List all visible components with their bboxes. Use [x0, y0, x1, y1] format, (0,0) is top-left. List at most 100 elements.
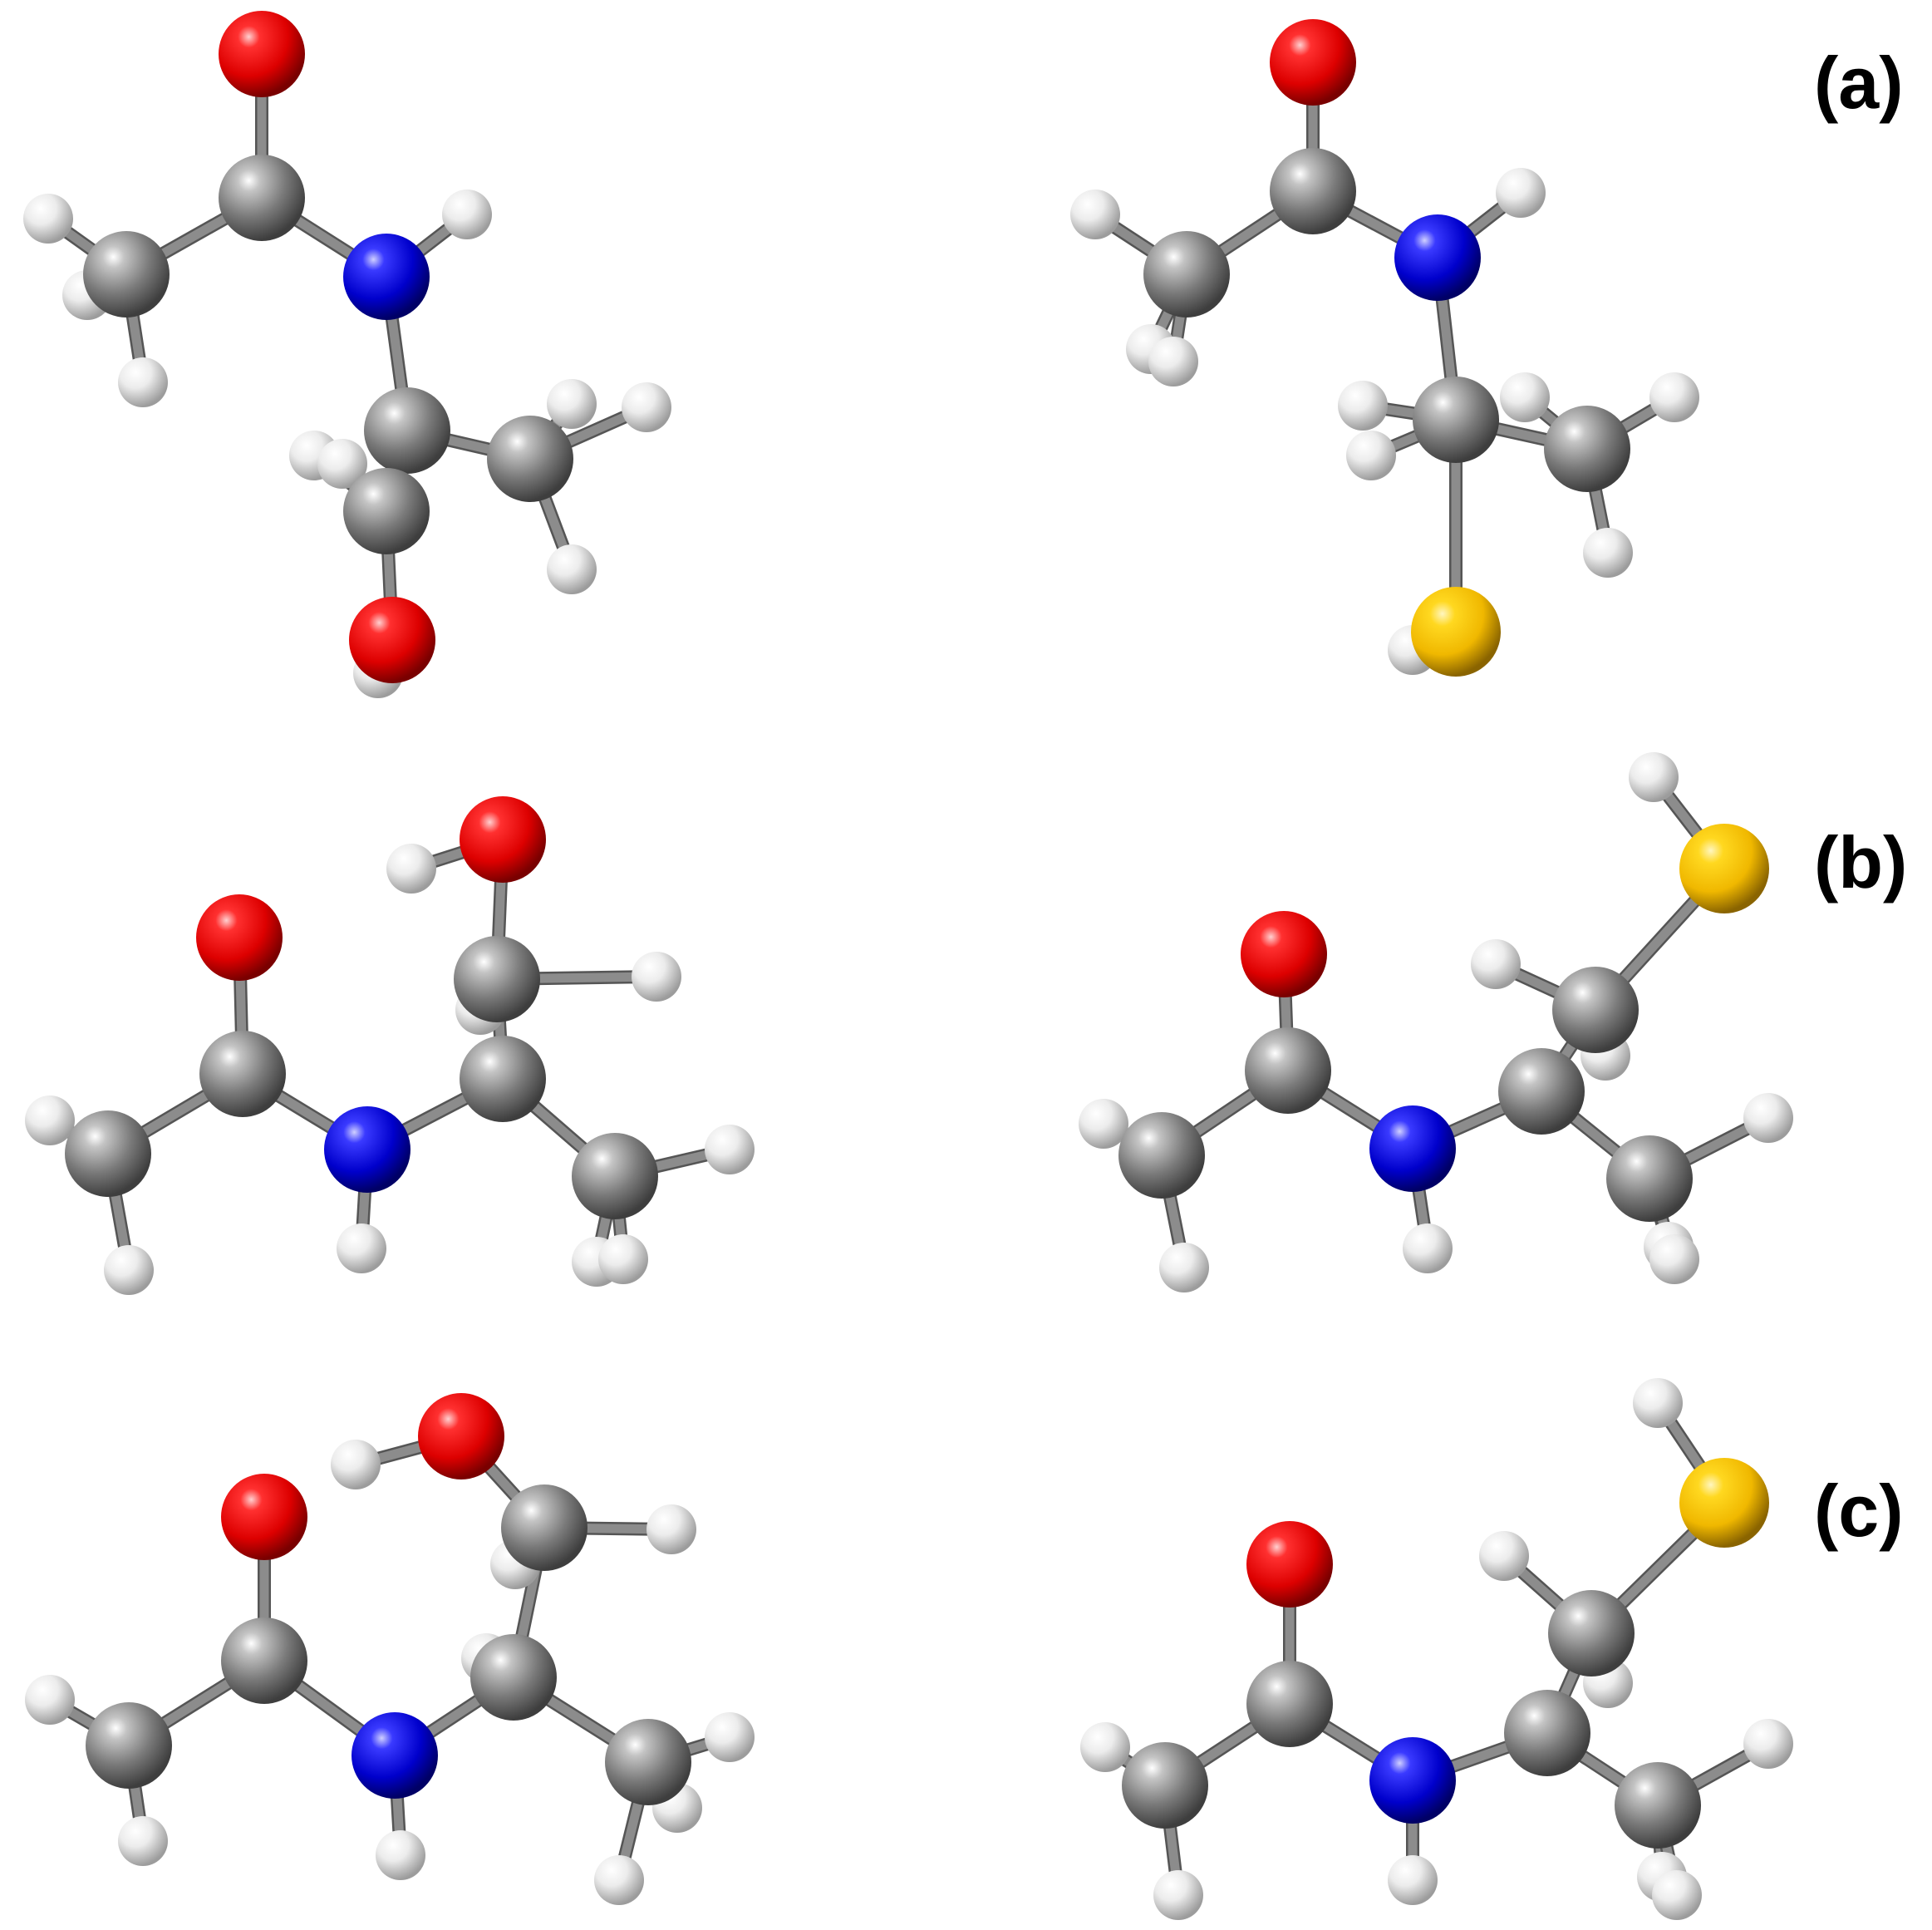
hydrogen-atom	[622, 382, 671, 432]
molecule-b-left-atoms	[25, 796, 755, 1295]
oxygen-atom	[418, 1393, 504, 1480]
carbon-atom	[1270, 148, 1356, 234]
carbon-atom	[460, 1036, 546, 1122]
carbon-atom	[83, 231, 170, 318]
carbon-atom	[221, 1617, 307, 1704]
hydrogen-atom	[1649, 1234, 1699, 1284]
nitrogen-atom	[1394, 214, 1481, 301]
hydrogen-atom	[317, 439, 367, 489]
sulfur-atom	[1679, 824, 1769, 913]
hydrogen-atom	[1079, 1099, 1128, 1149]
hydrogen-atom	[1153, 1870, 1203, 1920]
hydrogen-atom	[1148, 337, 1198, 386]
hydrogen-atom	[442, 190, 492, 239]
carbon-atom	[454, 936, 540, 1022]
carbon-atom	[343, 468, 430, 554]
hydrogen-atom	[118, 357, 168, 407]
molecule-c-left-atoms	[25, 1393, 755, 1905]
hydrogen-atom	[1403, 1223, 1453, 1273]
nitrogen-atom	[1369, 1737, 1456, 1824]
hydrogen-atom	[598, 1234, 648, 1284]
panel-label-c: (c)	[1814, 1470, 1904, 1552]
hydrogen-atom	[386, 844, 436, 894]
hydrogen-atom	[25, 1675, 75, 1725]
carbon-atom	[1246, 1661, 1333, 1747]
hydrogen-atom	[1346, 431, 1396, 480]
oxygen-atom	[219, 11, 305, 97]
nitrogen-atom	[343, 234, 430, 320]
oxygen-atom	[1246, 1521, 1333, 1608]
carbon-atom	[1498, 1048, 1585, 1135]
carbon-atom	[1143, 231, 1230, 318]
hydrogen-atom	[705, 1125, 755, 1174]
hydrogen-atom	[1080, 1722, 1130, 1772]
molecule-a-left-atoms	[23, 11, 671, 698]
hydrogen-atom	[705, 1712, 755, 1762]
panel-label-b: (b)	[1814, 821, 1908, 903]
hydrogen-atom	[1629, 752, 1679, 802]
carbon-atom	[1122, 1742, 1208, 1829]
hydrogen-atom	[632, 952, 681, 1002]
carbon-atom	[364, 387, 450, 474]
hydrogen-atom	[25, 1095, 75, 1145]
carbon-atom	[1615, 1762, 1701, 1849]
hydrogen-atom	[1743, 1719, 1793, 1769]
sulfur-atom	[1411, 587, 1501, 677]
hydrogen-atom	[1496, 168, 1546, 218]
carbon-atom	[1544, 406, 1630, 492]
carbon-atom	[501, 1484, 587, 1571]
hydrogen-atom	[337, 1223, 386, 1273]
carbon-atom	[219, 155, 305, 241]
carbon-atom	[1413, 377, 1499, 463]
carbon-atom	[1504, 1690, 1590, 1776]
carbon-atom	[470, 1634, 557, 1721]
hydrogen-atom	[1388, 1855, 1438, 1905]
hydrogen-atom	[646, 1504, 696, 1554]
carbon-atom	[1118, 1112, 1205, 1199]
hydrogen-atom	[594, 1855, 644, 1905]
hydrogen-atom	[118, 1816, 168, 1866]
molecule-c-right-atoms	[1080, 1378, 1793, 1920]
hydrogen-atom	[1583, 528, 1633, 578]
carbon-atom	[86, 1702, 172, 1789]
carbon-atom	[605, 1719, 691, 1805]
carbon-atom	[1606, 1135, 1693, 1222]
hydrogen-atom	[1471, 939, 1521, 989]
molecule-b-right-atoms	[1079, 752, 1793, 1292]
oxygen-atom	[460, 796, 546, 883]
oxygen-atom	[1241, 911, 1327, 997]
hydrogen-atom	[1338, 381, 1388, 431]
carbon-atom	[1245, 1027, 1331, 1114]
hydrogen-atom	[547, 379, 597, 429]
oxygen-atom	[196, 894, 283, 981]
hydrogen-atom	[1649, 372, 1699, 422]
hydrogen-atom	[1652, 1870, 1702, 1920]
carbon-atom	[1548, 1590, 1635, 1676]
carbon-atom	[487, 416, 573, 502]
hydrogen-atom	[547, 544, 597, 594]
hydrogen-atom	[1070, 190, 1120, 239]
carbon-atom	[1552, 967, 1639, 1053]
hydrogen-atom	[1159, 1243, 1209, 1292]
nitrogen-atom	[324, 1106, 410, 1193]
panel-label-a: (a)	[1814, 42, 1904, 124]
hydrogen-atom	[1743, 1093, 1793, 1143]
carbon-atom	[572, 1133, 658, 1219]
atoms-layer	[23, 11, 1793, 1920]
hydrogen-atom	[1500, 372, 1550, 422]
hydrogen-atom	[1633, 1378, 1683, 1428]
hydrogen-atom	[23, 194, 73, 244]
nitrogen-atom	[351, 1712, 438, 1799]
sulfur-atom	[1679, 1458, 1769, 1548]
hydrogen-atom	[331, 1440, 381, 1489]
oxygen-atom	[221, 1474, 307, 1560]
oxygen-atom	[349, 597, 435, 683]
carbon-atom	[199, 1031, 286, 1117]
hydrogen-atom	[1479, 1531, 1529, 1581]
oxygen-atom	[1270, 19, 1356, 106]
nitrogen-atom	[1369, 1105, 1456, 1192]
carbon-atom	[65, 1110, 151, 1197]
molecule-c-left-bonds	[43, 1430, 736, 1887]
